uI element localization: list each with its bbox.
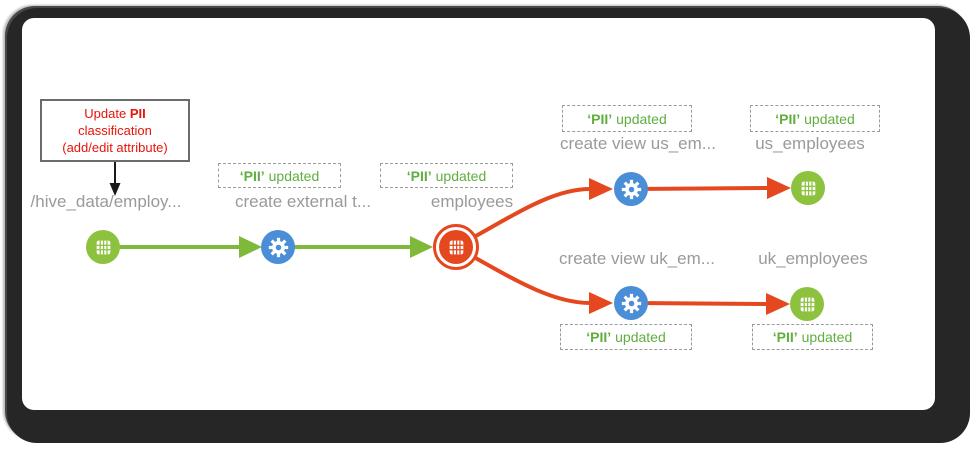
table-icon bbox=[801, 181, 815, 195]
screenshot-frame bbox=[7, 8, 970, 443]
pii-badge-uk-employees: ‘PII’ updated bbox=[752, 324, 873, 350]
pii-updated-text: updated bbox=[616, 110, 667, 127]
node-employees[interactable] bbox=[439, 230, 473, 264]
gear-icon bbox=[268, 237, 288, 257]
pii-tag-text: ‘PII’ bbox=[587, 110, 613, 127]
pii-badge-create-view-uk: ‘PII’ updated bbox=[560, 324, 692, 350]
annotation-line-2: classification bbox=[78, 122, 152, 138]
pii-tag-text: ‘PII’ bbox=[772, 329, 798, 345]
node-create-external-table[interactable] bbox=[261, 230, 295, 264]
label-employees: employees bbox=[430, 192, 514, 211]
pii-tag-text: ‘PII’ bbox=[239, 167, 265, 184]
pii-updated-text: updated bbox=[435, 167, 487, 184]
pii-badge-employees: ‘PII’ updated bbox=[380, 163, 513, 188]
label-uk-employees: uk_employees bbox=[758, 249, 868, 268]
pii-badge-us-employees: ‘PII’ updated bbox=[750, 105, 880, 132]
node-uk-employees[interactable] bbox=[790, 287, 824, 321]
annotation-line1-bold: PII bbox=[129, 105, 146, 121]
node-hive-path[interactable] bbox=[86, 230, 120, 264]
table-icon bbox=[449, 240, 463, 254]
label-create-view-uk: create view uk_em... bbox=[559, 249, 715, 268]
pii-updated-text: updated bbox=[615, 329, 666, 345]
table-icon bbox=[96, 240, 110, 254]
label-us-employees: us_employees bbox=[755, 134, 865, 153]
pii-tag-text: ‘PII’ bbox=[586, 329, 612, 345]
node-employees-highlight-ring[interactable] bbox=[433, 224, 479, 270]
pii-updated-text: updated bbox=[801, 329, 853, 345]
pii-updated-text: updated bbox=[804, 110, 855, 127]
lineage-canvas bbox=[22, 18, 935, 410]
pii-badge-create-external: ‘PII’ updated bbox=[218, 163, 341, 188]
pii-badge-create-view-us: ‘PII’ updated bbox=[562, 105, 692, 132]
label-create-view-us: create view us_em... bbox=[560, 134, 716, 153]
annotation-box: Update PII classification (add/edit attr… bbox=[40, 99, 190, 162]
pii-updated-text: updated bbox=[268, 167, 320, 184]
annotation-line-3: (add/edit attribute) bbox=[62, 140, 168, 156]
pii-tag-text: ‘PII’ bbox=[406, 167, 432, 184]
node-create-view-us[interactable] bbox=[614, 172, 648, 206]
annotation-line1-prefix: Update bbox=[84, 105, 130, 121]
label-hive-path: /hive_data/employ... bbox=[30, 192, 182, 211]
table-icon bbox=[800, 297, 814, 311]
label-create-external-table: create external t... bbox=[234, 192, 372, 211]
gear-icon bbox=[621, 179, 641, 199]
annotation-line-1: Update PII bbox=[84, 105, 145, 122]
pii-tag-text: ‘PII’ bbox=[775, 110, 801, 127]
gear-icon bbox=[621, 293, 641, 313]
node-create-view-uk[interactable] bbox=[614, 286, 648, 320]
node-us-employees[interactable] bbox=[791, 171, 825, 205]
